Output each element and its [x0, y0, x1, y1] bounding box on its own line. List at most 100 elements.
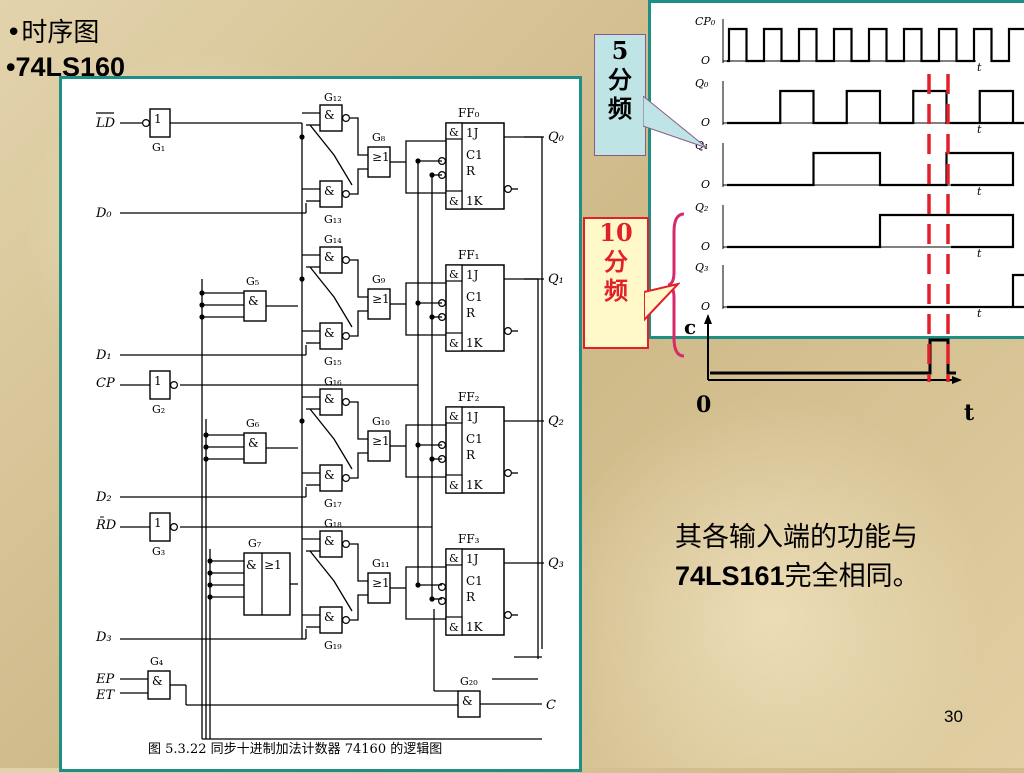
label-g15: G₁₅ — [324, 355, 342, 368]
ff-pin-j: 1J — [466, 410, 479, 424]
inversion-bubble — [504, 610, 513, 619]
wire — [350, 259, 368, 298]
time-label-2: t — [977, 185, 982, 198]
inversion-bubble — [504, 184, 513, 193]
ff-pin-j: 1J — [466, 126, 479, 140]
gate-g9-symbol: ≥1 — [372, 292, 390, 306]
time-label-0: t — [977, 61, 982, 74]
output-q3: Q₃ — [548, 556, 564, 571]
waveform-q2 — [727, 213, 1015, 249]
wire — [350, 117, 368, 156]
cross-wire — [309, 408, 353, 470]
callout-divide-by-10: 10 分 频 — [583, 217, 649, 349]
ff-k-and — [445, 474, 463, 494]
ff-pin-r: R — [466, 306, 476, 320]
junction-dot — [415, 582, 421, 588]
gate-g3-symbol: 1 — [154, 516, 162, 530]
junction-dot — [429, 596, 435, 602]
callout-5-pointer — [643, 96, 708, 149]
junction-dot — [299, 276, 305, 282]
ff-k-and-sym: & — [449, 337, 459, 350]
gate-g17-symbol: & — [324, 468, 335, 482]
ff-pin-k: 1K — [466, 336, 484, 350]
gate-g5-symbol: & — [248, 294, 259, 308]
wire — [350, 543, 368, 582]
origin-label-0: O — [701, 54, 710, 67]
wire — [405, 566, 446, 588]
inversion-bubble — [342, 398, 351, 407]
ff-pin-c: C1 — [466, 148, 483, 162]
time-label-1: t — [977, 123, 982, 136]
gate-g4-symbol: & — [152, 674, 163, 688]
gate-g19-symbol: & — [324, 610, 335, 624]
label-g5: G₅ — [246, 275, 259, 288]
inversion-bubble — [504, 327, 513, 336]
label-ff1: FF₁ — [458, 248, 479, 262]
ff-k-and-sym: & — [449, 621, 459, 634]
bullet-timing-diagram: •时序图 — [6, 18, 100, 48]
label-g3: G₃ — [152, 545, 165, 558]
output-q1: Q₁ — [548, 272, 564, 287]
gate-g1-symbol: 1 — [154, 112, 162, 126]
wire — [405, 446, 446, 478]
ff-pin-r: R — [466, 590, 476, 604]
carry-pulse — [710, 338, 956, 375]
gate-g12-symbol: & — [324, 108, 335, 122]
callout-10-number: 10 — [599, 218, 633, 247]
timing-diagram-panel: tOCP₀tOQ₀tOQ₁tOQ₂tOQ₃ — [648, 0, 1024, 339]
wire — [350, 452, 368, 479]
label-g1: G₁ — [152, 141, 165, 154]
output-c: C — [546, 698, 556, 713]
inversion-bubble — [342, 113, 351, 122]
ff-j-and — [445, 548, 463, 566]
page-number: 30 — [944, 707, 963, 726]
ff-j-and — [445, 122, 463, 140]
origin-label-2: O — [701, 178, 710, 191]
ff-pin-r: R — [466, 448, 476, 462]
wire — [350, 401, 368, 440]
junction-dot — [429, 456, 435, 462]
callout-10-pointer — [644, 282, 680, 322]
callout-10-char2: 频 — [604, 275, 628, 305]
label-ff0: FF₀ — [458, 106, 480, 120]
label-g18: G₁₈ — [324, 517, 342, 530]
callout-10-char1: 分 — [604, 246, 628, 276]
waveform-q1 — [727, 151, 1015, 187]
ff-pin-c: C1 — [466, 290, 483, 304]
ff-j-and-sym: & — [449, 552, 459, 565]
signal-label-4: Q₃ — [695, 261, 708, 274]
junction-dot — [415, 442, 421, 448]
junction-dot — [299, 418, 305, 424]
wire — [405, 588, 446, 620]
gate-g20-symbol: & — [462, 694, 473, 708]
carry-time-arrow — [952, 376, 962, 384]
cross-wire — [309, 124, 353, 186]
label-g4: G₄ — [150, 655, 164, 668]
time-label-3: t — [977, 247, 982, 260]
input-cp: CP — [96, 376, 115, 391]
callout-divide-by-5: 5 分 频 — [594, 34, 646, 156]
inversion-bubble — [342, 256, 351, 265]
junction-dot — [299, 134, 305, 140]
waveform-q3 — [727, 273, 1024, 309]
ff-pin-k: 1K — [466, 194, 484, 208]
output-q2: Q₂ — [548, 414, 564, 429]
time-label-4: t — [977, 307, 982, 320]
label-g13: G₁₃ — [324, 213, 342, 226]
waveform-q0 — [727, 89, 1024, 125]
label-g20: G₂₀ — [460, 675, 478, 688]
callout-5-char2: 频 — [608, 93, 632, 123]
cross-wire — [309, 550, 353, 612]
carry-time-label: t — [964, 400, 975, 426]
carry-axis-arrow — [704, 314, 712, 324]
output-q0: Q₀ — [548, 130, 565, 145]
ff-j-and — [445, 406, 463, 424]
ff-j-and-sym: & — [449, 126, 459, 139]
ff-k-and-sym: & — [449, 195, 459, 208]
gate-g8-symbol: ≥1 — [372, 150, 390, 164]
signal-label-3: Q₂ — [695, 201, 708, 214]
inversion-bubble — [342, 332, 351, 341]
waveform-cp — [727, 27, 1024, 63]
ff-pin-c: C1 — [466, 574, 483, 588]
